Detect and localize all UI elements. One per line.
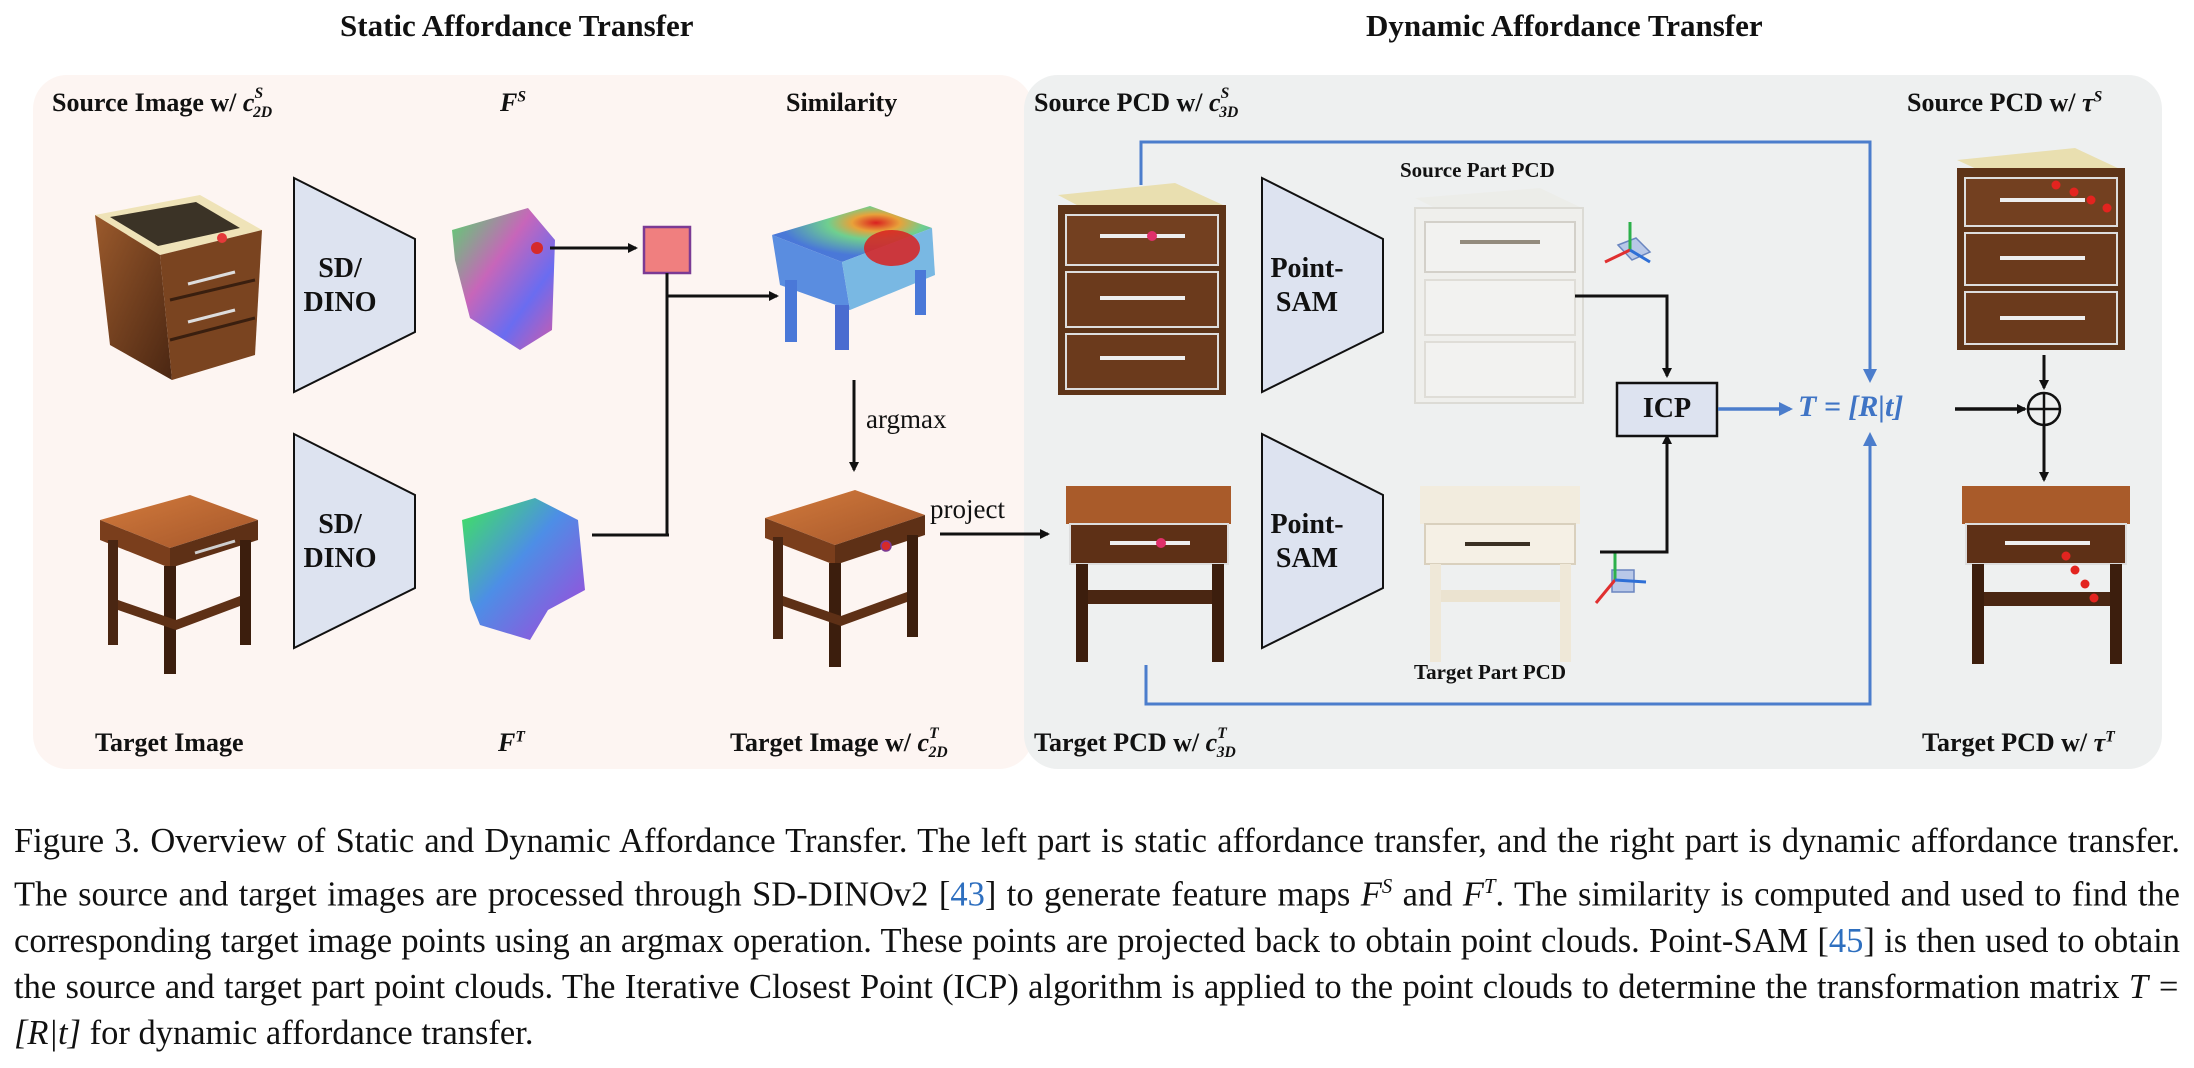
caption-text-4: . The similarity is computed and used to…	[14, 875, 2180, 960]
static-section-title: Static Affordance Transfer	[340, 8, 694, 43]
source-pcd-route	[1139, 140, 1877, 383]
source-pcd-tau-label: Source PCD w/ τS	[1907, 88, 2103, 117]
caption-ref-45[interactable]: 45	[1828, 921, 1864, 960]
target-pcd-tau-label: Target PCD w/ τT	[1922, 728, 2115, 757]
compose-plus-icon	[2026, 391, 2062, 427]
target-image-with-point	[765, 490, 925, 667]
source-part-pcd	[1414, 188, 1584, 404]
source-image-label: Source Image w/ cS2D	[52, 85, 273, 122]
target-part-pcd-label: Target Part PCD	[1414, 660, 1567, 684]
query-feature-square	[642, 225, 692, 275]
target-part-axes	[1594, 553, 1647, 604]
caption-math-T: T = [R|t]	[14, 967, 2180, 1052]
dynamic-section-title: Dynamic Affordance Transfer	[1366, 8, 1763, 43]
caption-text-6: for dynamic affordance transfer.	[81, 1013, 534, 1052]
pointsam-top-label: Point- SAM	[1270, 253, 1344, 318]
target-part-to-icp	[1600, 434, 1672, 554]
target-pcd-c-label: Target PCD w/ cT3D	[1034, 725, 1236, 762]
source-feature-label: FS	[500, 88, 527, 117]
target-pcd-nightstand	[1066, 486, 1231, 662]
target-image-label: Target Image	[95, 728, 244, 757]
source-pcd-cabinet	[1058, 183, 1226, 395]
source-query-point	[531, 242, 543, 254]
similarity-label: Similarity	[786, 88, 898, 117]
source-part-axes	[1604, 222, 1652, 264]
pointsam-encoder-bottom	[1261, 432, 1384, 650]
argmax-label: argmax	[866, 404, 947, 434]
caption-math-ft: F	[1462, 875, 1484, 914]
transform-equation: T = [R|t]	[1798, 390, 1904, 423]
source-pcd-with-trajectory	[1957, 148, 2125, 350]
target-feature-label: FT	[498, 728, 525, 757]
source-cabinet-image	[95, 195, 262, 380]
target-image-with-point-label: Target Image w/ cT2D	[730, 725, 948, 762]
sd-dino-encoder-bottom	[293, 432, 416, 650]
sd-dino-encoder-top	[293, 176, 416, 394]
target-feature-map	[462, 498, 585, 640]
target-pcd-route	[1144, 432, 1877, 706]
caption-text-2: ] to generate feature maps	[984, 875, 1361, 914]
caption-text-5: ] is then used to obtain the source and …	[14, 921, 2180, 1006]
icp-box	[1615, 381, 1719, 438]
caption-ref-43[interactable]: 43	[950, 875, 985, 914]
sd-dino-bottom-label: SD/ DINO	[303, 509, 377, 574]
sd-dino-top-label: SD/ DINO	[303, 253, 377, 318]
caption-text-1: Overview of Static and Dynamic Affordanc…	[14, 822, 2181, 914]
source-pcd-c-label: Source PCD w/ cS3D	[1034, 85, 1239, 122]
pointsam-encoder-top	[1261, 176, 1384, 394]
similarity-heatmap	[772, 206, 935, 350]
caption-fig-number: Figure 3.	[14, 822, 141, 860]
project-label: project	[930, 494, 1005, 524]
source-feature-map	[452, 208, 555, 350]
pointsam-bottom-label: Point- SAM	[1270, 509, 1344, 574]
target-part-pcd	[1420, 486, 1580, 662]
source-part-to-icp	[1575, 294, 1672, 378]
caption-math-fs: F	[1360, 875, 1382, 914]
figure-caption: Figure 3. Overview of Static and Dynamic…	[14, 822, 2181, 1052]
caption-text-3: and	[1392, 875, 1463, 914]
icp-label: ICP	[1642, 393, 1692, 424]
target-nightstand-image	[100, 495, 258, 674]
target-pcd-with-trajectory	[1962, 486, 2130, 664]
source-part-pcd-label: Source Part PCD	[1400, 158, 1555, 182]
